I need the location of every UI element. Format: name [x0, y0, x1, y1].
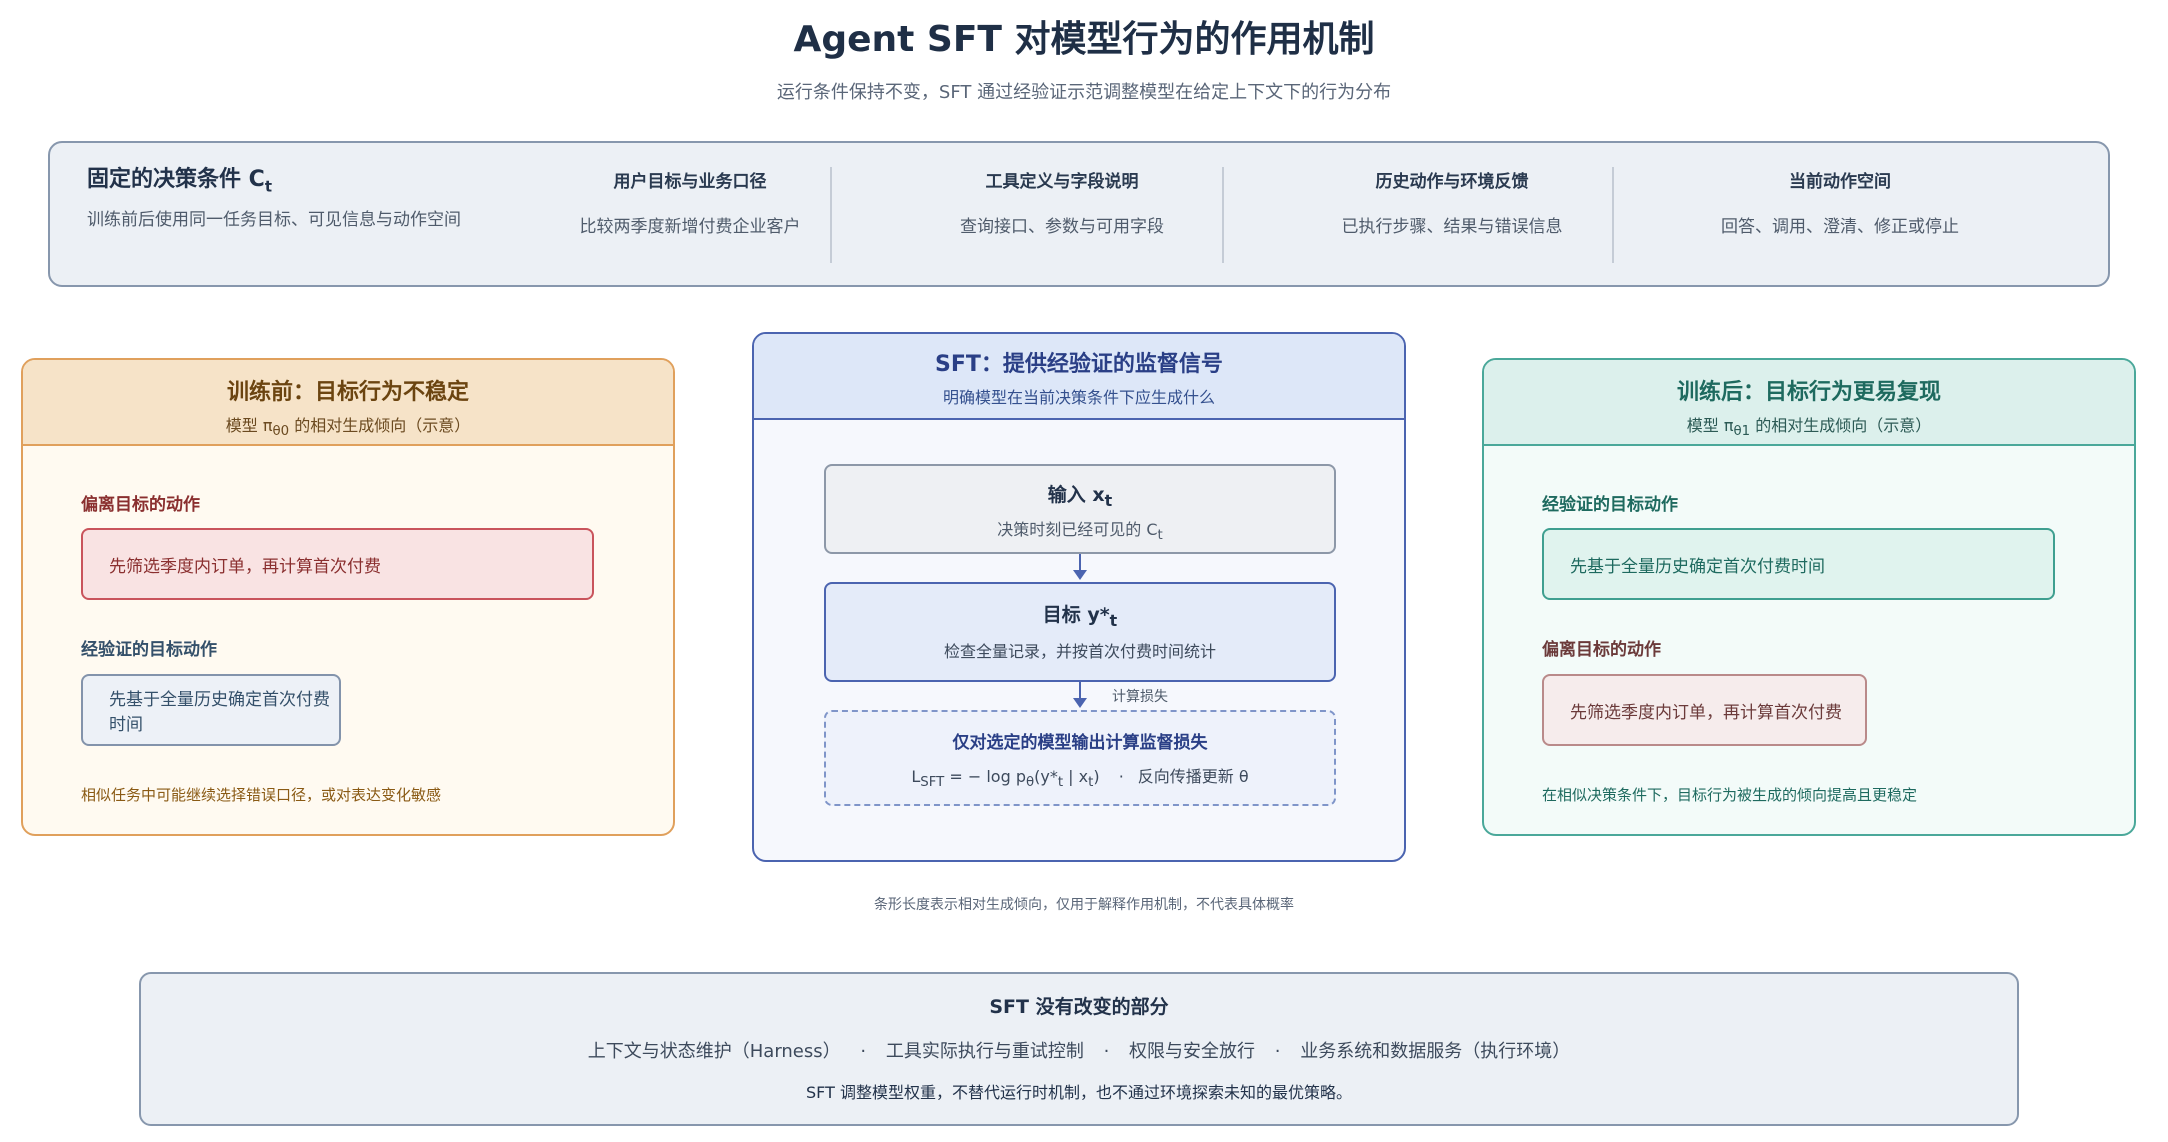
unchanged-item: 工具实际执行与重试控制: [885, 1041, 1084, 1062]
off-target-label: 偏离目标的动作: [81, 495, 200, 515]
unchanged-title: SFT 没有改变的部分: [989, 996, 1169, 1018]
unchanged-item: 业务系统和数据服务（执行环境）: [1300, 1041, 1571, 1062]
context-description: 训练前后使用同一任务目标、可见信息与动作空间: [87, 210, 461, 230]
after-panel-subtitle: 模型 πθ1 的相对生成倾向（示意）: [1686, 416, 1932, 440]
context-column-desc: 已执行步骤、结果与错误信息: [1341, 217, 1563, 237]
arrow-line: [1079, 682, 1081, 698]
arrow-down-icon: [1073, 698, 1087, 708]
arrow-label: 计算损失: [1112, 689, 1168, 705]
off-target-action-bar: 先筛选季度内订单，再计算首次付费: [1542, 674, 1867, 746]
context-column-history: 历史动作与环境反馈 已执行步骤、结果与错误信息: [1282, 167, 1622, 237]
unchanged-items: 上下文与状态维护（Harness） · 工具实际执行与重试控制 · 权限与安全放…: [587, 1041, 1571, 1062]
context-column-title: 当前动作空间: [1789, 172, 1891, 192]
after-panel-title: 训练后：目标行为更易复现: [1676, 380, 1941, 405]
loss-box: 仅对选定的模型输出计算监督损失 LSFT = − log pθ(y*t | xt…: [824, 710, 1336, 806]
column-divider: [1222, 167, 1224, 263]
off-target-action-bar: 先筛选季度内订单，再计算首次付费: [81, 528, 594, 600]
decision-context-panel: 固定的决策条件 Ct 训练前后使用同一任务目标、可见信息与动作空间 用户目标与业…: [48, 141, 2110, 287]
page-title: Agent SFT 对模型行为的作用机制: [793, 19, 1375, 60]
context-column-desc: 比较两季度新增付费企业客户: [579, 217, 801, 237]
context-column-tools: 工具定义与字段说明 查询接口、参数与可用字段: [892, 167, 1232, 237]
verified-target-label: 经验证的目标动作: [81, 640, 217, 660]
after-panel-note: 在相似决策条件下，目标行为被生成的倾向提高且更稳定: [1542, 786, 1918, 804]
verified-target-action-bar: 先基于全量历史确定首次付费时间: [81, 674, 341, 746]
before-panel-subtitle: 模型 πθ0 的相对生成倾向（示意）: [225, 416, 471, 440]
arrow-down-icon: [1073, 570, 1087, 580]
loss-title: 仅对选定的模型输出计算监督损失: [952, 733, 1208, 753]
unchanged-parts-panel: SFT 没有改变的部分 上下文与状态维护（Harness） · 工具实际执行与重…: [139, 972, 2019, 1126]
context-column-title: 工具定义与字段说明: [985, 172, 1139, 192]
context-column-title: 用户目标与业务口径: [613, 172, 767, 192]
context-column-desc: 查询接口、参数与可用字段: [960, 217, 1164, 237]
context-column-title: 历史动作与环境反馈: [1375, 172, 1529, 192]
target-title: 目标 y*t: [1042, 604, 1118, 630]
sft-panel: SFT：提供经验证的监督信号 明确模型在当前决策条件下应生成什么 输入 xt 决…: [752, 332, 1406, 862]
unchanged-summary: SFT 调整模型权重，不替代运行时机制，也不通过环境探索未知的最优策略。: [806, 1083, 1352, 1102]
column-divider: [830, 167, 832, 263]
context-column-desc: 回答、调用、澄清、修正或停止: [1721, 217, 1959, 237]
context-title: 固定的决策条件 Ct: [87, 167, 272, 196]
page-subtitle: 运行条件保持不变，SFT 通过经验证示范调整模型在给定上下文下的行为分布: [776, 82, 1392, 103]
target-box: 目标 y*t 检查全量记录，并按首次付费时间统计: [824, 582, 1336, 682]
sft-panel-title: SFT：提供经验证的监督信号: [935, 352, 1223, 377]
unchanged-item: 上下文与状态维护（Harness）: [587, 1041, 841, 1062]
input-title: 输入 xt: [1047, 484, 1113, 510]
off-target-label: 偏离目标的动作: [1542, 640, 1661, 660]
target-desc: 检查全量记录，并按首次付费时间统计: [943, 641, 1216, 661]
unchanged-item: 权限与安全放行: [1129, 1041, 1256, 1062]
input-desc: 决策时刻已经可见的 Ct: [997, 519, 1163, 543]
figure-caption: 条形长度表示相对生成倾向，仅用于解释作用机制，不代表具体概率: [874, 897, 1294, 913]
before-panel-title: 训练前：目标行为不稳定: [226, 380, 469, 405]
context-column-goal: 用户目标与业务口径 比较两季度新增付费企业客户: [520, 167, 860, 237]
after-panel-header: 训练后：目标行为更易复现 模型 πθ1 的相对生成倾向（示意）: [1484, 360, 2134, 446]
sft-panel-subtitle: 明确模型在当前决策条件下应生成什么: [942, 388, 1215, 407]
loss-formula: LSFT = − log pθ(y*t | xt) ·反向传播更新 θ: [911, 767, 1249, 791]
arrow-line: [1079, 554, 1081, 570]
before-panel-header: 训练前：目标行为不稳定 模型 πθ0 的相对生成倾向（示意）: [23, 360, 673, 446]
verified-target-action-bar: 先基于全量历史确定首次付费时间: [1542, 528, 2055, 600]
before-training-panel: 训练前：目标行为不稳定 模型 πθ0 的相对生成倾向（示意） 偏离目标的动作 先…: [21, 358, 675, 836]
context-column-actions: 当前动作空间 回答、调用、澄清、修正或停止: [1670, 167, 2010, 237]
input-box: 输入 xt 决策时刻已经可见的 Ct: [824, 464, 1336, 554]
sft-panel-header: SFT：提供经验证的监督信号 明确模型在当前决策条件下应生成什么: [754, 334, 1404, 420]
before-panel-note: 相似任务中可能继续选择错误口径，或对表达变化敏感: [81, 786, 442, 804]
column-divider: [1612, 167, 1614, 263]
verified-target-label: 经验证的目标动作: [1542, 495, 1678, 515]
after-training-panel: 训练后：目标行为更易复现 模型 πθ1 的相对生成倾向（示意） 经验证的目标动作…: [1482, 358, 2136, 836]
